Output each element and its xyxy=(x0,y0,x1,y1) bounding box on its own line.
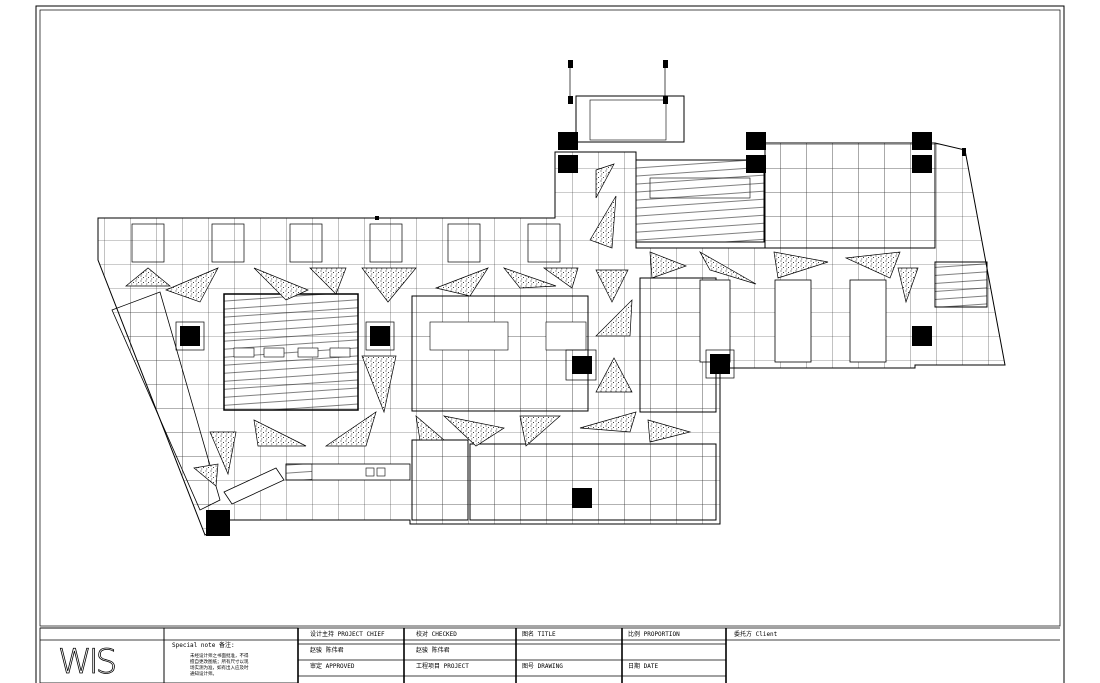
special-note-label: Special note 备注: xyxy=(172,642,235,649)
proportion-label: 比例 PROPORTION xyxy=(628,631,680,638)
wis-logo: WIS xyxy=(58,642,118,682)
hatched-ceiling-right xyxy=(934,261,988,308)
upper-block xyxy=(764,142,936,249)
project-chief-label: 设计主持 PROJECT CHIEF xyxy=(310,631,385,638)
floor-plan xyxy=(97,95,1006,536)
title-block xyxy=(39,627,1060,683)
left-diagonal-strip xyxy=(111,291,221,511)
project-label: 工程项目 PROJECT xyxy=(416,663,469,670)
client-label: 委托方 Client xyxy=(734,631,778,638)
project-chief-name: 赵骏 陈伟君 xyxy=(310,647,344,654)
drawing-label: 图号 DRAWING xyxy=(522,663,563,670)
title-label: 图名 TITLE xyxy=(522,631,556,638)
outer-border xyxy=(35,5,1065,683)
special-note-body: 未经设计师之书面批准，不得擅自更改图纸；所有尺寸以现场实测为准，如有出入应及时通… xyxy=(190,654,249,677)
approved-label: 审定 APPROVED xyxy=(310,663,355,670)
hatched-ceiling-top xyxy=(635,159,765,243)
stipple-triangles xyxy=(125,163,919,487)
checked-name: 赵骏 陈伟君 xyxy=(416,647,450,654)
inner-border xyxy=(39,9,1061,627)
structural-columns xyxy=(180,60,966,536)
checked-label: 校对 CHECKED xyxy=(416,631,457,638)
date-label: 日期 DATE xyxy=(628,663,659,670)
